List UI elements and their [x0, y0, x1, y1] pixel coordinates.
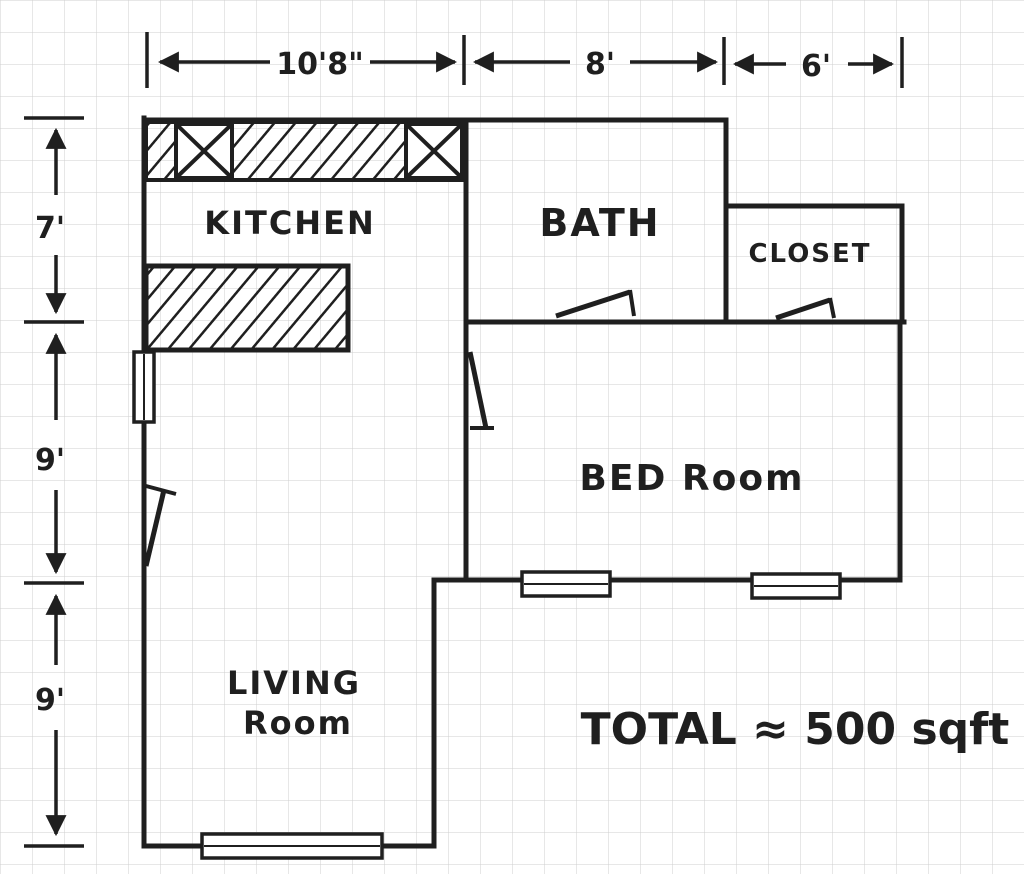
top-dimension-line	[145, 32, 904, 88]
dimension-bath-width: 8'	[585, 47, 615, 82]
window-bedroom-right	[750, 572, 842, 600]
dimension-middle-depth: 9'	[35, 443, 65, 478]
door-entry	[143, 484, 177, 567]
dimension-closet-width: 6'	[801, 49, 831, 84]
door-bath	[555, 289, 636, 319]
room-label-living: LIVING	[227, 664, 361, 702]
window-bedroom-left	[520, 570, 612, 598]
room-label-bedroom: BED Room	[579, 458, 804, 499]
room-label-bath: BATH	[539, 201, 660, 245]
window-living-left	[132, 350, 156, 424]
dimension-kitchen-width: 10'8"	[276, 47, 363, 82]
left-dimension-line	[24, 116, 84, 848]
total-area-note: TOTAL ≈ 500 sqft	[581, 704, 1010, 755]
room-label-living-room: Room	[243, 704, 353, 742]
room-label-kitchen: KITCHEN	[204, 204, 375, 242]
dimension-living-depth: 9'	[35, 683, 65, 718]
door-bedroom	[467, 351, 494, 430]
dimension-kitchen-depth: 7'	[35, 211, 65, 246]
kitchen-island-counter	[143, 263, 351, 353]
door-closet	[775, 297, 836, 321]
kitchen-upper-counter	[144, 120, 466, 182]
room-label-closet: CLOSET	[748, 239, 871, 269]
window-living-bottom	[200, 832, 384, 860]
